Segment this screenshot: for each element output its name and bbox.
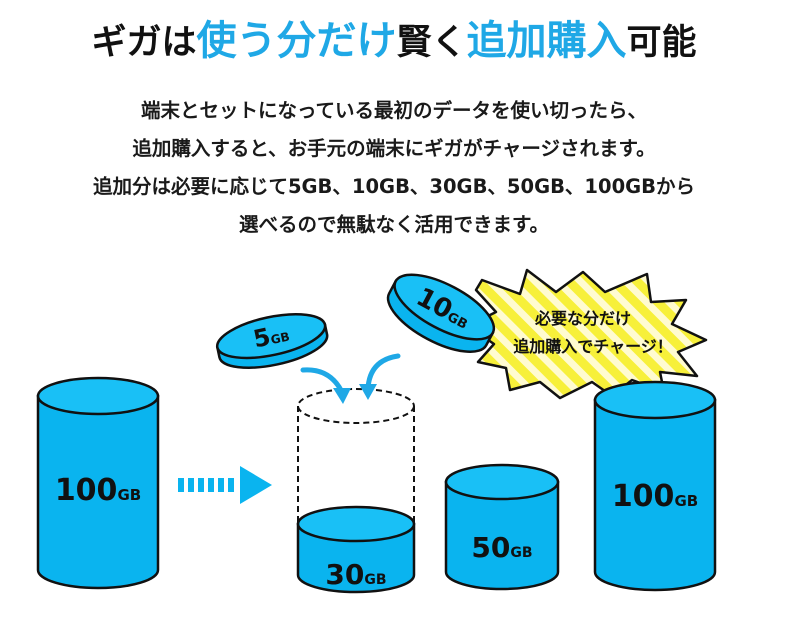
cylinder-label: 50GB: [471, 531, 532, 564]
headline-part1: ギガは: [91, 23, 197, 63]
description-line: 選べるので無駄なく活用できます。: [238, 213, 550, 236]
arrow-head: [359, 384, 377, 400]
arrow-head: [333, 388, 351, 404]
cylinder-number: 50: [471, 531, 510, 564]
coin-10gb: 10GB: [386, 273, 496, 353]
headline-part2: 使う分だけ: [196, 18, 397, 64]
dotted-arrow: [178, 466, 272, 504]
description-line: 端末とセットになっている最初のデータを使い切ったら、: [140, 99, 648, 122]
description-line: 追加分は必要に応じて5GB、10GB、30GB、50GB、100GBから: [92, 175, 696, 198]
cylinder-30gb: 30GB: [296, 388, 416, 594]
burst-line1: 必要な分だけ: [534, 309, 631, 328]
cylinder-50gb: 50GB: [444, 463, 560, 591]
headline: ギガは使う分だけ賢く追加購入可能: [0, 8, 788, 66]
headline-part3: 賢く: [396, 23, 467, 63]
cylinder-label: 30GB: [325, 558, 386, 591]
cylinder-100gb-right: 100GB: [593, 380, 717, 592]
coin-number: 5: [251, 323, 273, 354]
description: 端末とセットになっている最初のデータを使い切ったら、 追加購入すると、お手元の端…: [0, 92, 788, 244]
cylinder-100gb-left: 100GB: [36, 376, 160, 590]
burst-line2: 追加購入でチャージ！: [513, 337, 673, 356]
cylinder-label: 100GB: [612, 479, 698, 514]
headline-part5: 可能: [626, 23, 697, 63]
cylinder-number: 100: [55, 473, 118, 508]
cylinder-label: 100GB: [55, 473, 141, 508]
coin-label: 5GB: [251, 319, 292, 354]
cylinder-number: 100: [612, 479, 675, 514]
cylinder-unit: GB: [674, 492, 698, 510]
coin-5gb: 5GB: [215, 313, 329, 369]
cylinder-number: 30: [325, 558, 364, 591]
coin-unit: GB: [269, 329, 290, 347]
speech-burst: 必要な分だけ 追加購入でチャージ！: [466, 268, 708, 400]
cylinder-unit: GB: [510, 545, 532, 561]
curved-arrows: [300, 353, 401, 395]
cylinder-unit: GB: [364, 572, 386, 588]
cylinder-unit: GB: [117, 486, 141, 504]
headline-part4: 追加購入: [466, 18, 627, 64]
description-line: 追加購入すると、お手元の端末にギガがチャージされます。: [132, 137, 656, 160]
